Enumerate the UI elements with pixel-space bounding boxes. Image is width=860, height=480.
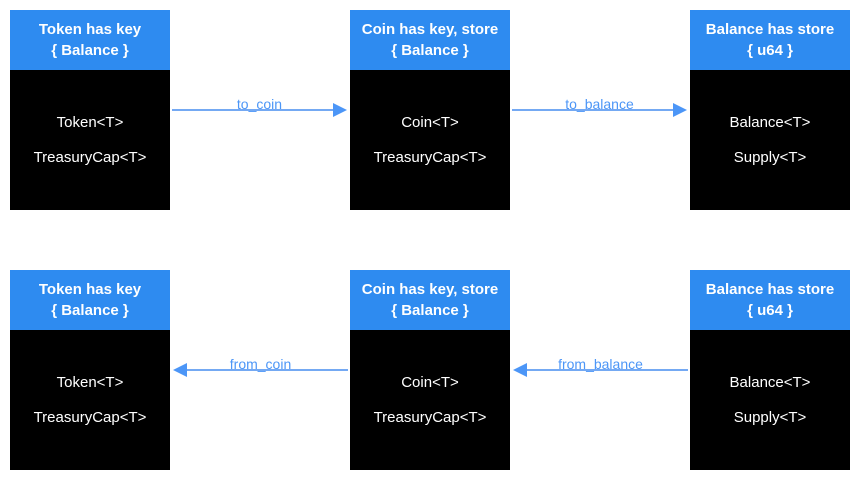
struct-header: Token has key { Balance } xyxy=(10,10,170,70)
struct-box-token-top: Token has key { Balance } Token<T> Treas… xyxy=(10,10,170,210)
struct-field: Token<T> xyxy=(56,114,124,131)
struct-body: Balance<T> Supply<T> xyxy=(690,330,850,470)
struct-field: Token<T> xyxy=(56,374,124,391)
struct-body: Token<T> TreasuryCap<T> xyxy=(10,330,170,470)
arrow-line xyxy=(526,369,688,371)
struct-body: Coin<T> TreasuryCap<T> xyxy=(350,70,510,210)
struct-field: TreasuryCap<T> xyxy=(33,149,147,166)
struct-header: Coin has key, store { Balance } xyxy=(350,10,510,70)
arrow-label: to_balance xyxy=(565,96,634,112)
arrowhead-left-icon xyxy=(173,363,187,377)
arrow-label: to_coin xyxy=(236,96,283,112)
struct-field: Balance<T> xyxy=(729,114,811,131)
struct-header-line1: Token has key xyxy=(38,281,142,298)
struct-header: Balance has store { u64 } xyxy=(690,270,850,330)
arrowhead-right-icon xyxy=(333,103,347,117)
struct-field: TreasuryCap<T> xyxy=(373,409,487,426)
struct-header: Token has key { Balance } xyxy=(10,270,170,330)
arrow-to-balance: to_balance xyxy=(512,86,687,117)
arrowhead-right-icon xyxy=(673,103,687,117)
struct-header-line2: { u64 } xyxy=(747,42,793,59)
struct-field: Coin<T> xyxy=(401,374,459,391)
arrow-line xyxy=(186,369,348,371)
struct-field: TreasuryCap<T> xyxy=(33,409,147,426)
struct-box-balance-bottom: Balance has store { u64 } Balance<T> Sup… xyxy=(690,270,850,470)
struct-header-line1: Token has key xyxy=(38,21,142,38)
struct-box-coin-top: Coin has key, store { Balance } Coin<T> … xyxy=(350,10,510,210)
struct-body: Balance<T> Supply<T> xyxy=(690,70,850,210)
struct-box-token-bottom: Token has key { Balance } Token<T> Treas… xyxy=(10,270,170,470)
struct-header-line1: Coin has key, store xyxy=(361,21,499,38)
struct-field: Coin<T> xyxy=(401,114,459,131)
struct-box-coin-bottom: Coin has key, store { Balance } Coin<T> … xyxy=(350,270,510,470)
struct-header: Balance has store { u64 } xyxy=(690,10,850,70)
struct-header-line2: { Balance } xyxy=(391,302,469,319)
struct-header-line1: Balance has store xyxy=(705,281,835,298)
arrow-from-coin: from_coin xyxy=(173,346,348,377)
struct-header-line2: { Balance } xyxy=(51,42,129,59)
struct-field: Supply<T> xyxy=(733,149,807,166)
arrow-label: from_coin xyxy=(229,356,292,372)
arrow-line xyxy=(512,109,675,111)
struct-header-line2: { Balance } xyxy=(51,302,129,319)
arrow-from-balance: from_balance xyxy=(513,346,688,377)
arrow-to-coin: to_coin xyxy=(172,86,347,117)
struct-body: Token<T> TreasuryCap<T> xyxy=(10,70,170,210)
arrow-label: from_balance xyxy=(558,356,643,372)
struct-field: Balance<T> xyxy=(729,374,811,391)
arrow-line xyxy=(172,109,335,111)
struct-body: Coin<T> TreasuryCap<T> xyxy=(350,330,510,470)
struct-field: TreasuryCap<T> xyxy=(373,149,487,166)
struct-box-balance-top: Balance has store { u64 } Balance<T> Sup… xyxy=(690,10,850,210)
struct-header-line2: { Balance } xyxy=(391,42,469,59)
struct-header: Coin has key, store { Balance } xyxy=(350,270,510,330)
struct-field: Supply<T> xyxy=(733,409,807,426)
struct-header-line1: Coin has key, store xyxy=(361,281,499,298)
struct-header-line1: Balance has store xyxy=(705,21,835,38)
struct-header-line2: { u64 } xyxy=(747,302,793,319)
arrowhead-left-icon xyxy=(513,363,527,377)
